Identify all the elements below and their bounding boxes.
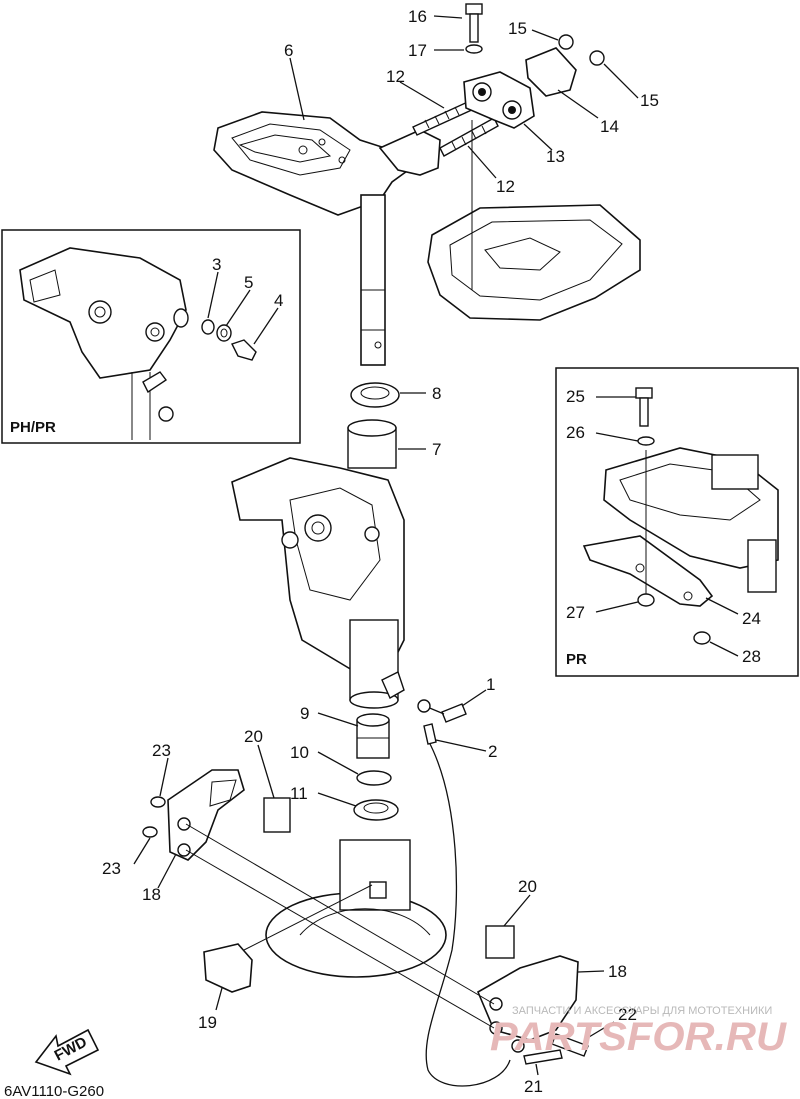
- clamp-bracket-left-part-18: [167, 769, 245, 861]
- clip-part-19: [203, 943, 253, 993]
- callout-17: 17: [408, 41, 427, 60]
- callout-4: 4: [274, 291, 283, 310]
- drawing-code: 6AV1110-G260: [4, 1083, 104, 1099]
- leader-lines: [133, 15, 739, 1076]
- bolt-part-22: [551, 1033, 589, 1057]
- watermark-text: ЗАПЧАСТИ И АКСЕССУАРЫ ДЛЯ МОТОТЕХНИКИ: [512, 1005, 772, 1017]
- mount-bracket-part-14: [525, 47, 577, 97]
- pad-part-20-left: [263, 797, 291, 833]
- callout-7: 7: [432, 440, 441, 459]
- callout-12-top: 12: [386, 67, 405, 86]
- callout-15-right: 15: [640, 91, 659, 110]
- callout-19: 19: [198, 1013, 217, 1032]
- callout-18-right: 18: [608, 962, 627, 981]
- nuts-part-15: [558, 34, 605, 66]
- clamp-bracket-right-part-18: [476, 955, 579, 1041]
- nut-part-28: [693, 631, 711, 645]
- callout-9: 9: [300, 704, 309, 723]
- callout-1: 1: [486, 675, 495, 694]
- bushing-part-8: [350, 382, 400, 408]
- inset-pr-tiller-bracket: [582, 447, 779, 607]
- nut-part-27: [637, 593, 655, 607]
- lower-unit-cowling: [265, 839, 447, 978]
- watermark-brand: PARTSFOR.RU: [490, 1015, 787, 1059]
- inset-pr-frame: [555, 367, 799, 677]
- callout-26: 26: [566, 423, 585, 442]
- bushing-part-7: [347, 419, 397, 469]
- bolt-part-25: [635, 387, 653, 427]
- washer-part-23-b: [142, 826, 158, 838]
- washer-part-26: [637, 436, 655, 446]
- callout-24: 24: [742, 609, 761, 628]
- callout-20-right: 20: [518, 877, 537, 896]
- washer-part-17: [465, 44, 483, 54]
- inset-ph-pr-frame: [1, 229, 301, 444]
- callout-labels: 16 17 15 15 14 13 12 12 6 3 5 4 8 7 1 2 …: [102, 7, 761, 1096]
- pad-part-20-right: [485, 925, 515, 959]
- callout-14: 14: [600, 117, 619, 136]
- callout-16: 16: [408, 7, 427, 26]
- callout-13: 13: [546, 147, 565, 166]
- bolt-part-21: [511, 1039, 563, 1065]
- stud-bolts-part-12: [412, 99, 499, 157]
- callout-15-top: 15: [508, 19, 527, 38]
- callout-22: 22: [618, 1005, 637, 1024]
- bushing-part-9: [356, 713, 390, 759]
- callout-2: 2: [488, 742, 497, 761]
- fwd-direction-arrow: FWD: [34, 1028, 100, 1076]
- callout-5: 5: [244, 273, 253, 292]
- ground-lead-part-2: [417, 699, 511, 1087]
- callout-12-bottom: 12: [496, 177, 515, 196]
- callout-20-left: 20: [244, 727, 263, 746]
- callout-6: 6: [284, 41, 293, 60]
- seal-part-11: [353, 799, 399, 821]
- rubber-mounts-part-13: [463, 71, 535, 129]
- callout-23-bottom: 23: [102, 859, 121, 878]
- swivel-bracket: [231, 457, 405, 709]
- callout-11: 11: [290, 784, 308, 803]
- steering-bracket-part-6: [213, 111, 441, 366]
- callout-27: 27: [566, 603, 585, 622]
- inset-ph-pr-label: PH/PR: [10, 419, 56, 436]
- inset-pr-label: PR: [566, 651, 587, 668]
- assembly-guide-lines: [185, 823, 495, 1029]
- callout-18-left: 18: [142, 885, 161, 904]
- callout-21: 21: [524, 1077, 543, 1096]
- callout-10: 10: [290, 743, 309, 762]
- callout-8: 8: [432, 384, 441, 403]
- bolt-part-16: [465, 3, 483, 43]
- o-ring-part-10: [356, 770, 392, 786]
- callout-28: 28: [742, 647, 761, 666]
- callout-23-top: 23: [152, 741, 171, 760]
- washer-part-23-a: [150, 796, 166, 808]
- callout-3: 3: [212, 255, 221, 274]
- callout-25: 25: [566, 387, 585, 406]
- bottom-cowling-tray: [427, 120, 641, 321]
- inset-ph-pr-bracket: [19, 247, 257, 440]
